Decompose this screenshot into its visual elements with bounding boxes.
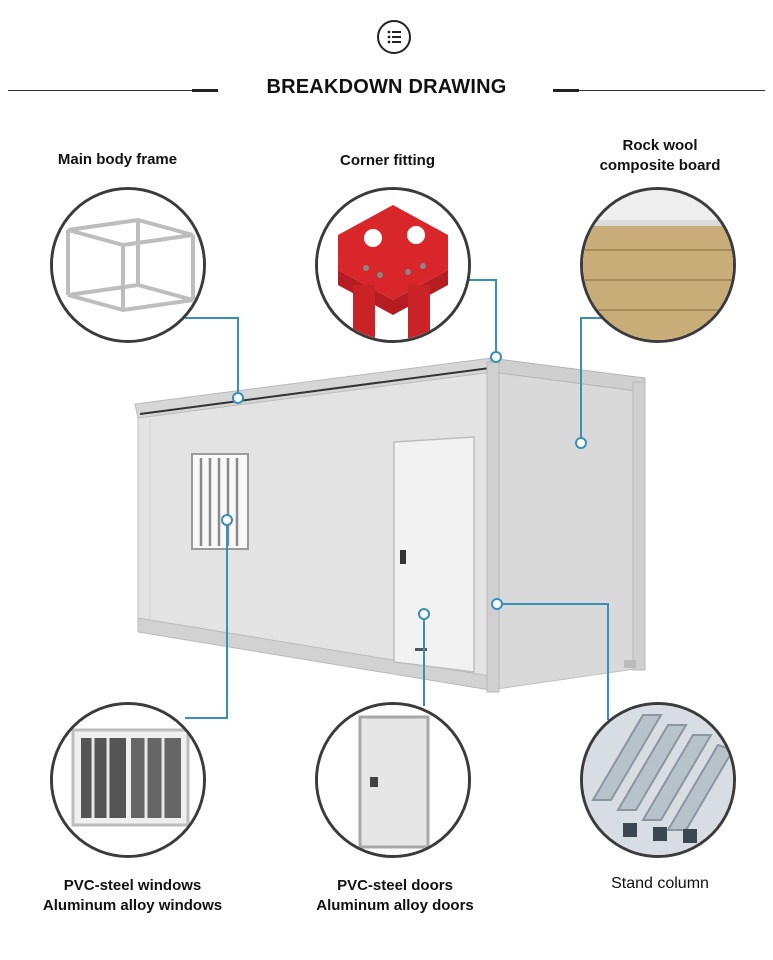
leader-anchors (221, 351, 587, 620)
anchor-rock-wool (575, 437, 587, 449)
anchor-windows (221, 514, 233, 526)
anchor-doors (418, 608, 430, 620)
label-rock-wool-line2: composite board (599, 157, 721, 174)
corner-fitting-icon (318, 190, 468, 340)
circle-rock-wool (580, 187, 736, 343)
label-rock-wool-line1: Rock wool (622, 137, 698, 154)
label-corner-fitting: Corner fitting (340, 152, 435, 169)
steel-column-icon (583, 705, 733, 855)
header-rule-left-accent (192, 89, 218, 92)
header-rule-right (553, 90, 765, 91)
circle-doors (315, 702, 471, 858)
circle-corner-fitting (315, 187, 471, 343)
label-rock-wool: Rock wool composite board (575, 136, 745, 176)
door-icon (318, 705, 468, 855)
circle-stand-column (580, 702, 736, 858)
circle-main-body-frame (50, 187, 206, 343)
leader-lines (185, 279, 609, 720)
header-rule-left (8, 90, 218, 91)
label-main-body-frame: Main body frame (57, 151, 178, 168)
anchor-corner-fitting (490, 351, 502, 363)
label-windows-line1: PVC-steel windows (63, 877, 202, 894)
page-title: BREAKDOWN DRAWING (266, 76, 507, 98)
label-stand-column: Stand column (611, 875, 709, 892)
label-doors-line2: Aluminum alloy doors (316, 897, 474, 914)
rock-wool-board-icon (583, 190, 733, 340)
window-icon (53, 705, 203, 855)
container-house (134, 357, 646, 693)
label-windows: PVC-steel windows Aluminum alloy windows (20, 876, 245, 916)
circle-windows (50, 702, 206, 858)
anchor-stand-column (491, 598, 503, 610)
label-doors: PVC-steel doors Aluminum alloy doors (295, 876, 495, 916)
steel-frame-icon (53, 190, 203, 340)
header-rule-right-accent (553, 89, 579, 92)
label-windows-line2: Aluminum alloy windows (42, 897, 223, 914)
label-doors-line1: PVC-steel doors (337, 877, 453, 894)
list-menu-icon (377, 20, 411, 54)
anchor-main-body-frame (232, 392, 244, 404)
